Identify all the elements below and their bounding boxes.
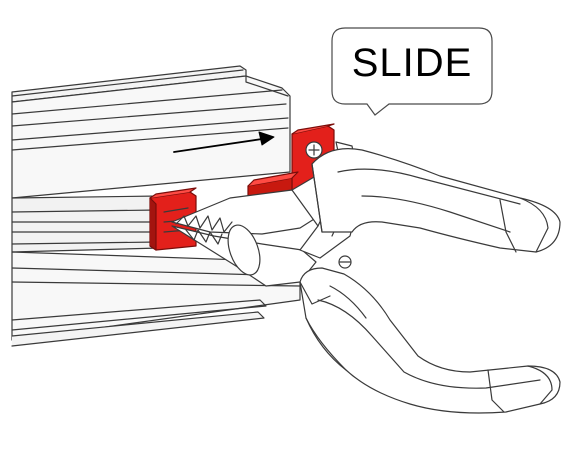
pliers bbox=[171, 141, 561, 414]
slide-callout: SLIDE bbox=[331, 27, 493, 116]
lower-handle bbox=[299, 267, 561, 414]
jaw-teeth bbox=[175, 215, 233, 233]
callout-label: SLIDE bbox=[351, 41, 473, 85]
rail-profile bbox=[11, 65, 301, 347]
right-arrow-icon bbox=[173, 131, 275, 153]
upper-handle bbox=[311, 148, 561, 253]
speech-bubble-shape bbox=[331, 27, 493, 116]
